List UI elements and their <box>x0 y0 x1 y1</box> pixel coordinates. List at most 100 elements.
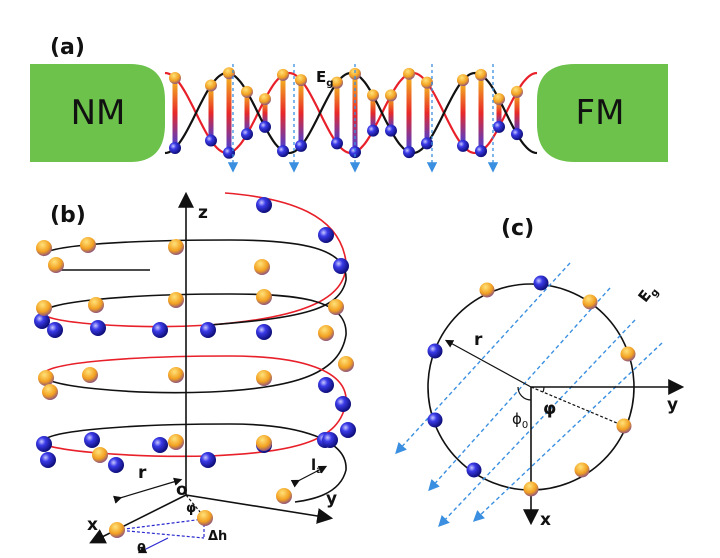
base-orange <box>574 462 590 478</box>
z-axis-label: z <box>198 203 208 223</box>
base-blue <box>84 432 100 448</box>
base-blue <box>533 275 549 291</box>
base-orange <box>259 93 271 106</box>
base-orange <box>80 237 96 253</box>
x-axis-c-label: x <box>540 510 551 530</box>
base-blue <box>259 120 271 133</box>
base-blue <box>493 120 505 133</box>
base-blue <box>169 141 181 154</box>
field-arrow <box>395 262 571 455</box>
base-blue <box>256 324 272 340</box>
phi-label: φ <box>186 501 196 516</box>
base-orange <box>38 370 54 386</box>
base-pair-rung <box>244 91 250 135</box>
base-blue <box>333 258 349 274</box>
base-orange <box>256 289 272 305</box>
base-blue <box>349 146 361 159</box>
base-orange <box>241 85 253 98</box>
axes-b <box>89 191 334 554</box>
base-blue <box>152 437 168 453</box>
base-blue <box>340 422 356 438</box>
base-blue <box>200 452 216 468</box>
base-orange <box>82 367 98 383</box>
base-pair-rung <box>280 74 286 152</box>
base-blue <box>241 128 253 141</box>
base-orange <box>92 447 108 463</box>
theta-arrow <box>137 537 169 554</box>
nm-electrode <box>30 64 165 162</box>
field-arrow <box>428 287 611 492</box>
base-orange <box>385 89 397 102</box>
x-axis-label: x <box>87 515 98 535</box>
base-blue <box>223 146 235 159</box>
phi0-label: ϕ0 <box>512 410 528 431</box>
base-blue <box>385 124 397 137</box>
base-orange <box>36 240 52 256</box>
base-blue <box>47 322 63 338</box>
la-label: la <box>311 456 323 476</box>
base-orange <box>295 74 307 87</box>
base-orange <box>331 76 343 89</box>
base-blue <box>427 343 443 359</box>
coil-bases <box>34 197 356 538</box>
y-axis <box>185 494 334 524</box>
field-arrows-c <box>395 262 663 528</box>
base-orange <box>403 67 415 80</box>
base-orange <box>168 292 184 308</box>
field-label-c: Eg <box>634 281 661 308</box>
base-orange <box>256 435 272 451</box>
base-pair-rung <box>298 80 304 146</box>
base-orange <box>318 325 334 341</box>
base-orange <box>457 74 469 87</box>
base-orange <box>620 346 636 362</box>
base-orange <box>205 79 217 92</box>
phi-ray-c <box>530 386 625 427</box>
base-blue <box>90 320 106 336</box>
dh-label: Δh <box>208 529 227 544</box>
base-blue <box>466 462 482 478</box>
base-pair-rung <box>424 82 430 144</box>
base-orange <box>169 72 181 85</box>
base-orange <box>276 488 292 504</box>
base-blue <box>318 227 334 243</box>
base-orange <box>511 85 523 98</box>
base-orange <box>421 76 433 89</box>
field-label-a: Eg <box>316 68 333 89</box>
base-pair-rung <box>226 73 232 153</box>
base-blue <box>318 377 334 393</box>
base-orange <box>42 384 58 400</box>
base-orange <box>475 68 487 81</box>
base-pair-rung <box>208 85 214 141</box>
base-orange <box>223 67 235 80</box>
la-arrow <box>290 465 328 488</box>
base-orange <box>349 67 361 80</box>
origin-label: o <box>176 480 188 500</box>
base-orange <box>254 259 270 275</box>
base-orange <box>88 297 104 313</box>
base-orange <box>367 89 379 102</box>
panel-a-label: (a) <box>50 35 85 60</box>
radius-c-label: r <box>474 330 483 350</box>
dna-base-pairs <box>172 73 520 153</box>
base-blue <box>200 322 216 338</box>
base-blue <box>403 146 415 159</box>
base-orange <box>616 418 632 434</box>
base-blue <box>457 139 469 152</box>
panel-c: (c) r φ ϕ0 y x Eg <box>395 216 685 530</box>
field-arrow <box>438 319 636 528</box>
base-orange <box>168 239 184 255</box>
base-orange <box>168 434 184 450</box>
base-pair-rung <box>478 74 484 152</box>
base-blue <box>427 412 443 428</box>
phi0-arc <box>517 386 532 401</box>
base-orange <box>109 522 125 538</box>
base-pair-rung <box>460 80 466 146</box>
panel-b: (b) z y x o r φ θ <box>34 191 356 557</box>
y-axis-c-label: y <box>667 395 678 415</box>
base-orange <box>493 93 505 106</box>
radius-c <box>444 339 532 388</box>
base-pair-rung <box>370 95 376 131</box>
base-pair-rung <box>334 82 340 144</box>
base-orange <box>582 294 598 310</box>
base-pair-rung <box>496 99 502 127</box>
